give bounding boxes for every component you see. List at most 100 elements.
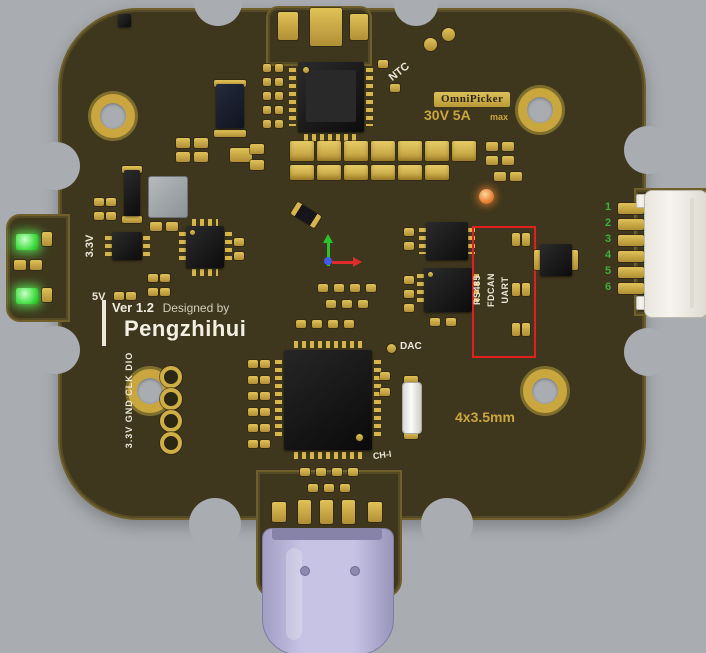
- solder-pad: [404, 228, 414, 236]
- solder-pad: [260, 392, 270, 400]
- origin-x-arrowhead-icon: [353, 257, 362, 267]
- ic-pins: [179, 232, 186, 262]
- solder-pad: [214, 130, 246, 137]
- ic-pins: [417, 274, 424, 306]
- solder-pad: [334, 284, 344, 292]
- edge-cutout: [421, 498, 473, 550]
- solder-pad: [230, 148, 252, 162]
- solder-pad: [42, 232, 52, 246]
- silkscreen-divider-bar: [102, 300, 106, 346]
- pin-number: 5: [605, 265, 612, 277]
- origin-x-axis: [332, 261, 354, 264]
- inductor: [216, 84, 244, 128]
- capacitor: [317, 165, 341, 180]
- solder-pad: [114, 292, 124, 300]
- connector-pin: [618, 235, 644, 246]
- pin1-dot: [428, 272, 433, 277]
- origin-y-arrowhead-icon: [323, 234, 333, 243]
- solder-pad: [512, 323, 520, 336]
- solder-pad: [512, 233, 520, 246]
- capacitor: [290, 141, 314, 161]
- solder-pad: [308, 484, 318, 492]
- usb-c-connector-shell: [262, 528, 394, 653]
- solder-pad: [94, 198, 104, 206]
- brand-badge: OmniPicker: [434, 92, 511, 107]
- pin-number: 2: [605, 217, 612, 229]
- green-led-2: [16, 288, 38, 304]
- solder-pad: [234, 252, 244, 260]
- solder-pad: [404, 432, 418, 439]
- ic-pins: [468, 228, 475, 254]
- solder-pad: [486, 142, 498, 151]
- solder-pad: [430, 318, 440, 326]
- solder-pad: [534, 250, 541, 270]
- solder-pad: [342, 500, 355, 524]
- mounting-hole-top-right: [518, 88, 562, 132]
- solder-pad: [176, 138, 190, 148]
- solder-pad: [122, 166, 142, 173]
- edge-cutout: [624, 328, 672, 376]
- capacitor: [425, 141, 449, 161]
- solder-pad: [446, 318, 456, 326]
- through-hole-pad: [160, 388, 182, 410]
- solder-pad: [342, 300, 352, 308]
- connector-pin: [618, 283, 644, 294]
- solder-pad: [122, 216, 142, 223]
- bus-label-fdcan: FDCAN: [486, 273, 496, 307]
- ic-pins: [105, 236, 112, 256]
- solder-pad: [275, 120, 283, 128]
- solder-pad: [502, 156, 514, 165]
- voltage-rating-max-label: max: [490, 112, 509, 122]
- solder-pad: [380, 388, 390, 396]
- solder-pad: [378, 60, 388, 68]
- solder-pad: [571, 250, 578, 270]
- solder-pad: [214, 80, 246, 87]
- hole-spec-label: 4x3.5mm: [455, 409, 515, 425]
- mcu-pins: [294, 452, 362, 459]
- solder-pad: [298, 500, 311, 524]
- usb-c-inner-band: [272, 528, 382, 540]
- pin-number: 1: [605, 201, 612, 213]
- pin-number: 3: [605, 233, 612, 245]
- solder-pad: [486, 156, 498, 165]
- solder-pad: [512, 283, 520, 296]
- solder-pad: [272, 502, 286, 522]
- pin1-dot: [190, 230, 195, 235]
- mounting-hole-top-left: [91, 94, 135, 138]
- solder-pad: [275, 78, 283, 86]
- solder-pad: [263, 64, 271, 72]
- jst-socket-groove: [690, 198, 694, 308]
- solder-pad: [278, 12, 298, 40]
- solder-pad: [194, 152, 208, 162]
- silkscreen-3v3-label: 3.3V: [84, 234, 96, 258]
- ic-top-face: [306, 70, 356, 122]
- solder-pad: [312, 320, 322, 328]
- solder-pad: [442, 28, 455, 41]
- solder-pad: [260, 376, 270, 384]
- solder-pad: [263, 106, 271, 114]
- solder-pad: [350, 14, 368, 40]
- solder-pad: [42, 288, 52, 302]
- solder-pad: [250, 160, 264, 170]
- usb-c-screw-dot: [300, 566, 310, 576]
- solder-pad: [424, 38, 437, 51]
- edge-cutout: [624, 126, 672, 174]
- mcu-pins: [275, 360, 282, 440]
- solder-pad: [380, 372, 390, 380]
- solder-pad: [94, 212, 104, 220]
- green-led-1: [16, 234, 38, 250]
- mcu-chip: [284, 350, 372, 450]
- solder-pad: [150, 222, 162, 231]
- solder-pad: [148, 288, 158, 296]
- solder-pad: [250, 144, 264, 154]
- pin1-dot: [356, 434, 363, 441]
- solder-pad: [494, 172, 506, 181]
- solder-pad: [522, 233, 530, 246]
- mounting-hole-bottom-right: [523, 369, 567, 413]
- solder-pad: [328, 320, 338, 328]
- connector-pin: [618, 219, 644, 230]
- solder-pad: [275, 92, 283, 100]
- solder-pad: [368, 502, 382, 522]
- through-hole-pad: [160, 366, 182, 388]
